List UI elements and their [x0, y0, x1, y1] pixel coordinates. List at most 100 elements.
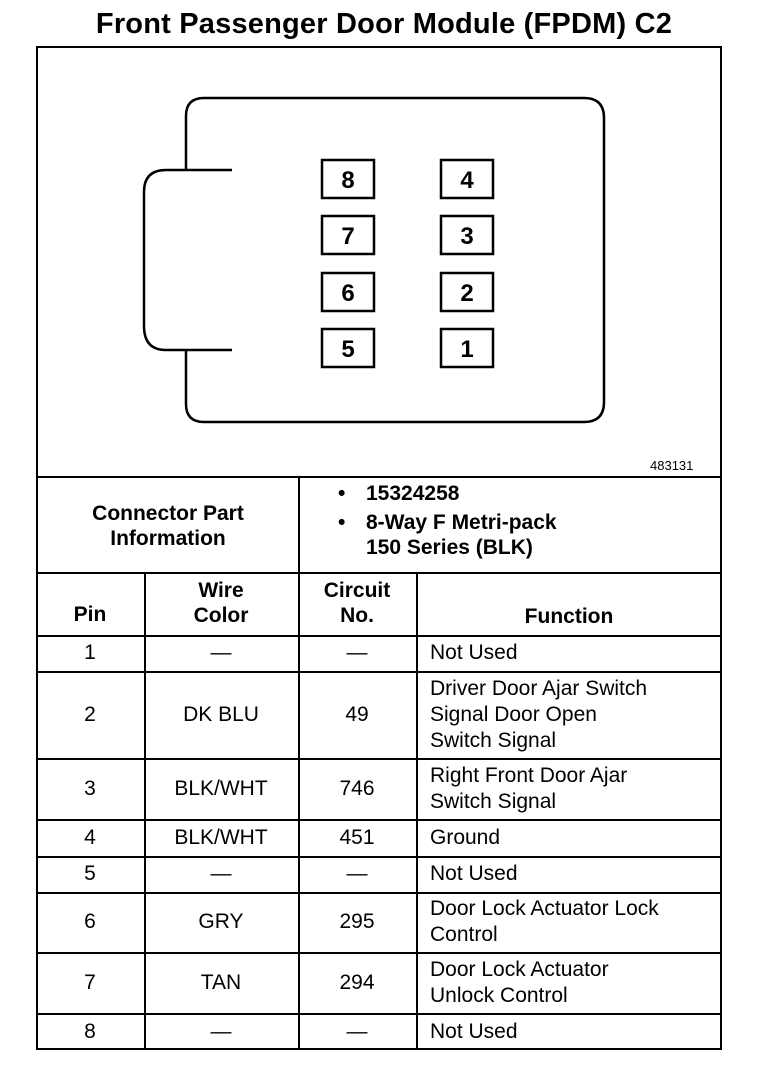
- pin-label: 5: [341, 336, 354, 363]
- pin-box: [320, 271, 376, 313]
- function-value: Not Used: [430, 1019, 518, 1043]
- divider: [36, 1013, 722, 1015]
- cell-wire: BLK/WHT: [144, 819, 298, 856]
- connector-part-values: • 15324258 • 8-Way F Metri-pack 150 Seri…: [338, 481, 557, 564]
- wire-value: GRY: [198, 910, 244, 933]
- pin-value: 7: [84, 970, 96, 994]
- cell-function: Not Used: [416, 856, 722, 892]
- circuit-value: 451: [339, 825, 375, 849]
- pin-box: [439, 214, 495, 256]
- cell-wire: GRY: [144, 892, 298, 952]
- cell-circuit: 295: [298, 892, 416, 952]
- divider: [36, 952, 722, 954]
- pin-cell-4: 4: [439, 158, 495, 200]
- cell-circuit: 746: [298, 758, 416, 819]
- wire-value: BLK/WHT: [174, 776, 268, 800]
- pin-cell-3: 3: [439, 214, 495, 256]
- wire-value: —: [210, 641, 232, 664]
- cell-pin: 5: [36, 856, 144, 892]
- pin-box: [320, 214, 376, 256]
- pin-cell-6: 6: [320, 271, 376, 313]
- cell-wire: —: [144, 856, 298, 892]
- description-line: 8-Way F Metri-pack: [366, 511, 557, 534]
- wire-value: —: [210, 862, 232, 885]
- divider: [36, 476, 722, 478]
- header-line: Wire: [198, 579, 244, 602]
- divider: [36, 856, 722, 858]
- pin-value: 2: [84, 702, 96, 726]
- pin-cell-5: 5: [320, 327, 376, 369]
- circuit-value: 294: [339, 970, 375, 994]
- pin-value: 3: [84, 776, 96, 800]
- divider: [36, 892, 722, 894]
- function-value: Not Used: [430, 641, 518, 664]
- wire-value: DK BLU: [183, 702, 259, 726]
- cell-pin: 2: [36, 671, 144, 758]
- circuit-value: —: [346, 862, 368, 885]
- pin-value: 5: [84, 862, 96, 885]
- description-line: 150 Series (BLK): [366, 536, 533, 559]
- pin-box: [320, 158, 376, 200]
- cell-pin: 1: [36, 635, 144, 671]
- cell-wire: BLK/WHT: [144, 758, 298, 819]
- cell-function: Not Used: [416, 635, 722, 671]
- cell-wire: TAN: [144, 952, 298, 1013]
- pin-label: 2: [460, 280, 473, 307]
- label-line: Connector Part: [92, 501, 244, 525]
- header-pin: Pin: [73, 603, 107, 626]
- function-value: Door Lock Actuator Unlock Control: [430, 957, 609, 1007]
- circuit-value: 49: [345, 702, 369, 726]
- cell-pin: 7: [36, 952, 144, 1013]
- circuit-value: 746: [339, 776, 375, 800]
- pin-cell-8: 8: [320, 158, 376, 200]
- cell-wire: —: [144, 635, 298, 671]
- pin-label: 1: [460, 336, 473, 363]
- divider: [144, 572, 146, 1050]
- cell-circuit: 294: [298, 952, 416, 1013]
- cell-circuit: 49: [298, 671, 416, 758]
- bullet: •: [338, 482, 346, 505]
- header-circuit-no: Circuit No.: [298, 578, 416, 628]
- wire-value: TAN: [200, 970, 242, 994]
- part-number: 15324258: [366, 482, 460, 505]
- circuit-value: —: [346, 1019, 368, 1043]
- header-line: Color: [193, 604, 249, 627]
- pin-label: 7: [341, 223, 354, 250]
- cell-function: Not Used: [416, 1013, 722, 1050]
- pin-value: 8: [84, 1019, 96, 1043]
- description-item: • 8-Way F Metri-pack 150 Series (BLK): [338, 510, 557, 560]
- cell-function: Ground: [416, 819, 722, 856]
- divider: [416, 572, 418, 1050]
- connector-diagram: 8 7 6 5 4 3 2 1: [142, 96, 606, 424]
- cell-pin: 8: [36, 1013, 144, 1050]
- pin-box: [439, 271, 495, 313]
- divider: [298, 476, 300, 573]
- pin-value: 6: [84, 910, 96, 933]
- cell-pin: 6: [36, 892, 144, 952]
- pin-box: [439, 327, 495, 369]
- cell-circuit: —: [298, 635, 416, 671]
- pin-value: 4: [84, 825, 96, 849]
- cell-function: Door Lock Actuator Lock Control: [416, 892, 722, 952]
- cell-function: Right Front Door Ajar Switch Signal: [416, 758, 722, 819]
- wire-value: BLK/WHT: [174, 825, 268, 849]
- circuit-value: 295: [339, 910, 375, 933]
- wire-value: —: [210, 1019, 232, 1043]
- pin-label: 4: [460, 167, 474, 194]
- pin-label: 6: [341, 280, 354, 307]
- cell-function: Driver Door Ajar Switch Signal Door Open…: [416, 671, 722, 758]
- bullet: •: [338, 511, 346, 534]
- pin-box: [439, 158, 495, 200]
- divider: [36, 758, 722, 760]
- header-function: Function: [524, 605, 614, 628]
- pin-cell-1: 1: [439, 327, 495, 369]
- page-title: Front Passenger Door Module (FPDM) C2: [95, 8, 673, 40]
- header-wire-color: Wire Color: [144, 578, 298, 628]
- function-value: Not Used: [430, 862, 518, 885]
- label-line: Information: [110, 526, 226, 550]
- divider: [36, 671, 722, 673]
- pin-cell-2: 2: [439, 271, 495, 313]
- cell-circuit: 451: [298, 819, 416, 856]
- divider: [36, 572, 722, 574]
- header-line: Circuit: [323, 579, 391, 602]
